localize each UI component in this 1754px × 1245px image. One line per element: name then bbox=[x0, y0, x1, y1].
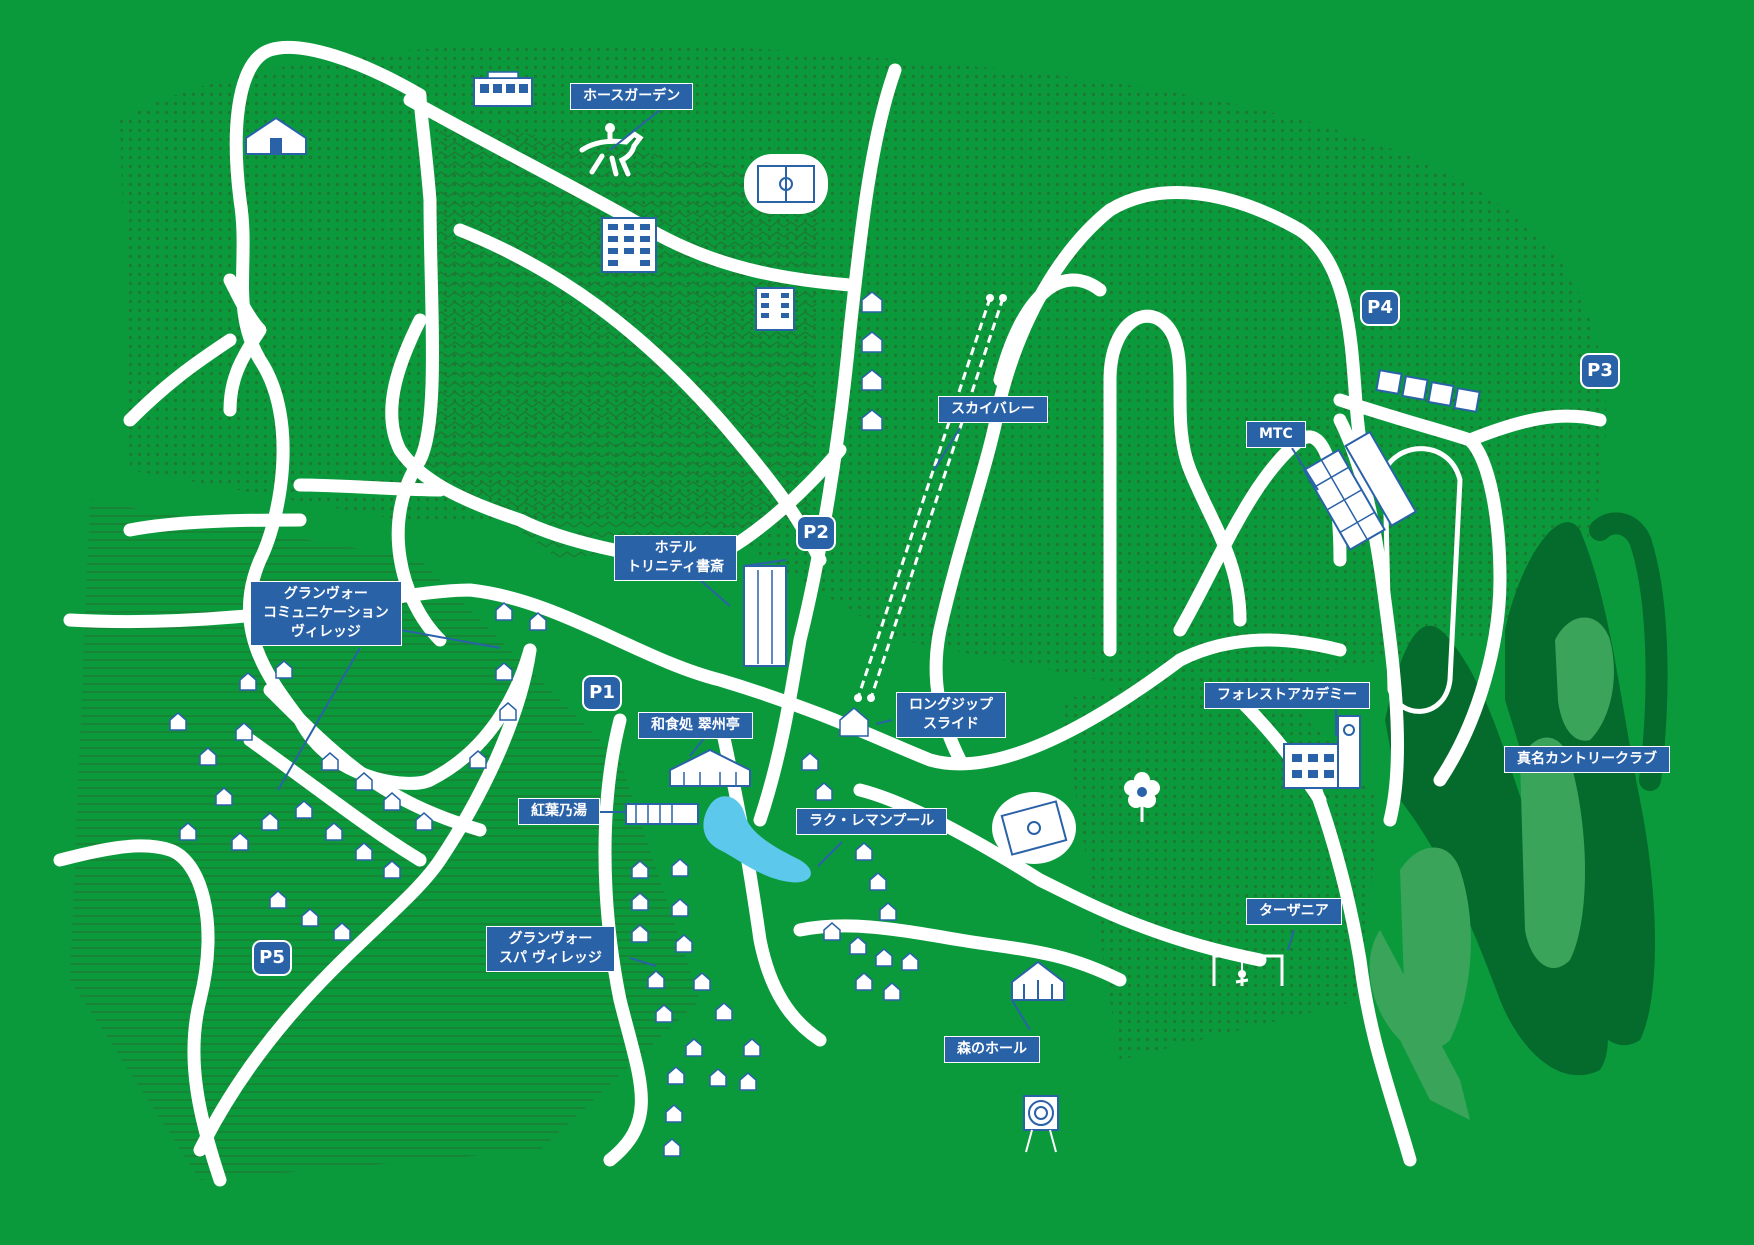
leader-lines bbox=[277, 109, 1337, 1031]
zipline-icon bbox=[1212, 954, 1284, 986]
sky-valley-cable bbox=[854, 294, 1007, 702]
soccer-field-icon bbox=[744, 154, 828, 214]
archery-target-icon bbox=[1023, 1095, 1059, 1153]
bath-house-icon bbox=[625, 803, 699, 825]
parking-p1[interactable]: P1 bbox=[582, 675, 622, 711]
label-koyo-no-yu[interactable]: 紅葉乃湯 bbox=[518, 798, 600, 825]
hall-icon bbox=[1011, 960, 1065, 1001]
label-mtc[interactable]: MTC bbox=[1246, 421, 1306, 448]
label-lac-leman-pool[interactable]: ラク・レマンプール bbox=[796, 808, 948, 835]
label-washoku[interactable]: 和食処 翠州亭 bbox=[638, 712, 753, 739]
academy-building-icon bbox=[1283, 715, 1361, 789]
parking-p3[interactable]: P3 bbox=[1580, 353, 1620, 389]
soccer-field-icon bbox=[992, 792, 1076, 864]
train-icon bbox=[473, 71, 533, 107]
golf-course-icon bbox=[1369, 512, 1668, 1120]
parking-p4[interactable]: P4 bbox=[1360, 290, 1400, 326]
flower-icon bbox=[1124, 772, 1160, 822]
clubhouse-icon bbox=[669, 748, 751, 787]
parking-p5[interactable]: P5 bbox=[252, 940, 292, 976]
tennis-courts-icon bbox=[1302, 430, 1418, 552]
label-grandvoir-community[interactable]: グランヴォー コミュニケーション ヴィレッジ bbox=[250, 581, 402, 646]
label-tarzania[interactable]: ターザニア bbox=[1246, 898, 1342, 925]
label-horse-garden[interactable]: ホースガーデン bbox=[570, 83, 694, 110]
label-mori-hall[interactable]: 森のホール bbox=[944, 1036, 1040, 1063]
cottage-icon bbox=[169, 291, 919, 1157]
label-grandvoir-spa[interactable]: グランヴォー スパ ヴィレッジ bbox=[486, 926, 615, 972]
label-sky-valley[interactable]: スカイバレー bbox=[938, 396, 1048, 423]
road-network bbox=[53, 40, 1607, 1187]
court-blocks-icon bbox=[1375, 369, 1481, 413]
track-loop bbox=[1382, 446, 1463, 714]
pond-icon bbox=[703, 796, 811, 883]
label-mana-country-club[interactable]: 真名カントリークラブ bbox=[1504, 746, 1670, 773]
parking-p2[interactable]: P2 bbox=[796, 515, 836, 551]
tower-hotel-icon bbox=[743, 559, 787, 667]
building-icon bbox=[601, 217, 657, 273]
label-long-zip-slide[interactable]: ロングジップ スライド bbox=[896, 692, 1006, 738]
building-icon bbox=[755, 287, 795, 331]
horse-rider-icon bbox=[579, 123, 644, 177]
label-forest-academy[interactable]: フォレストアカデミー bbox=[1204, 682, 1370, 709]
barn-icon bbox=[245, 116, 307, 155]
label-hotel-trinity[interactable]: ホテル トリニティ書斎 bbox=[614, 535, 738, 581]
